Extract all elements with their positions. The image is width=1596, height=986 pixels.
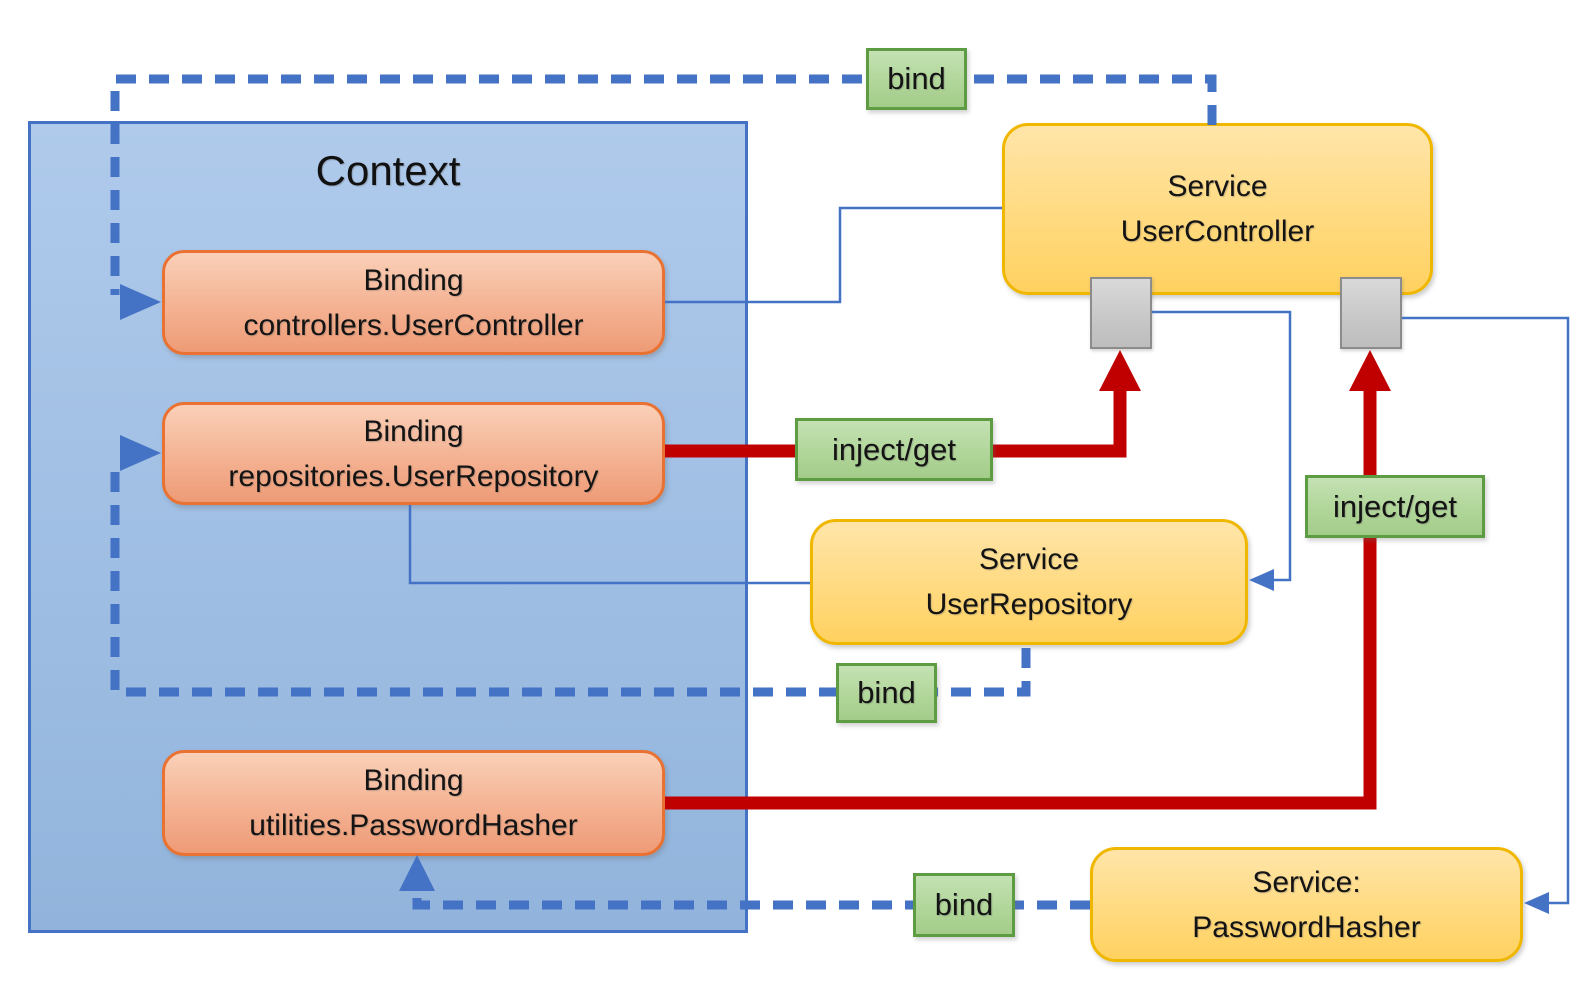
binding-type-label: Binding [363,414,464,448]
inject-arrowhead-right-icon [1349,350,1391,391]
binding-type-label: Binding [363,263,464,297]
link-arrowhead-service2-icon [1249,569,1274,591]
inject-get-label-left: inject/get [795,418,993,481]
service-type-label: Service [1167,170,1268,203]
service-type-label: Service: [1252,865,1361,899]
service-userrepository-box: Service UserRepository [810,519,1248,645]
inject-arrowhead-left-icon [1099,350,1141,391]
service-name-label: PasswordHasher [1192,910,1421,944]
service-passwordhasher-box: Service: PasswordHasher [1090,847,1523,962]
injection-port-right [1340,277,1402,349]
link-port2-to-service3 [1402,316,1570,905]
bind-label-middle: bind [836,663,937,723]
service-name-label: UserRepository [925,588,1133,621]
inject-get-label-right: inject/get [1305,475,1485,538]
context-title: Context [315,147,461,194]
bind-label-bottom: bind [913,873,1015,937]
bind-label-top: bind [866,48,967,110]
binding-usercontroller-box: Binding controllers.UserController [162,250,665,355]
injection-port-left [1090,277,1152,349]
binding-key-label: utilities.PasswordHasher [249,809,578,842]
binding-userrepository-box: Binding repositories.UserRepository [162,402,665,505]
service-name-label: UserController [1120,215,1315,248]
link-arrowhead-service3-icon [1524,892,1549,914]
binding-key-label: repositories.UserRepository [228,459,599,493]
binding-key-label: controllers.UserController [243,308,584,342]
service-usercontroller-box: Service UserController [1002,123,1433,295]
service-type-label: Service [978,543,1080,576]
binding-passwordhasher-box: Binding utilities.PasswordHasher [162,750,665,856]
binding-type-label: Binding [363,764,464,797]
